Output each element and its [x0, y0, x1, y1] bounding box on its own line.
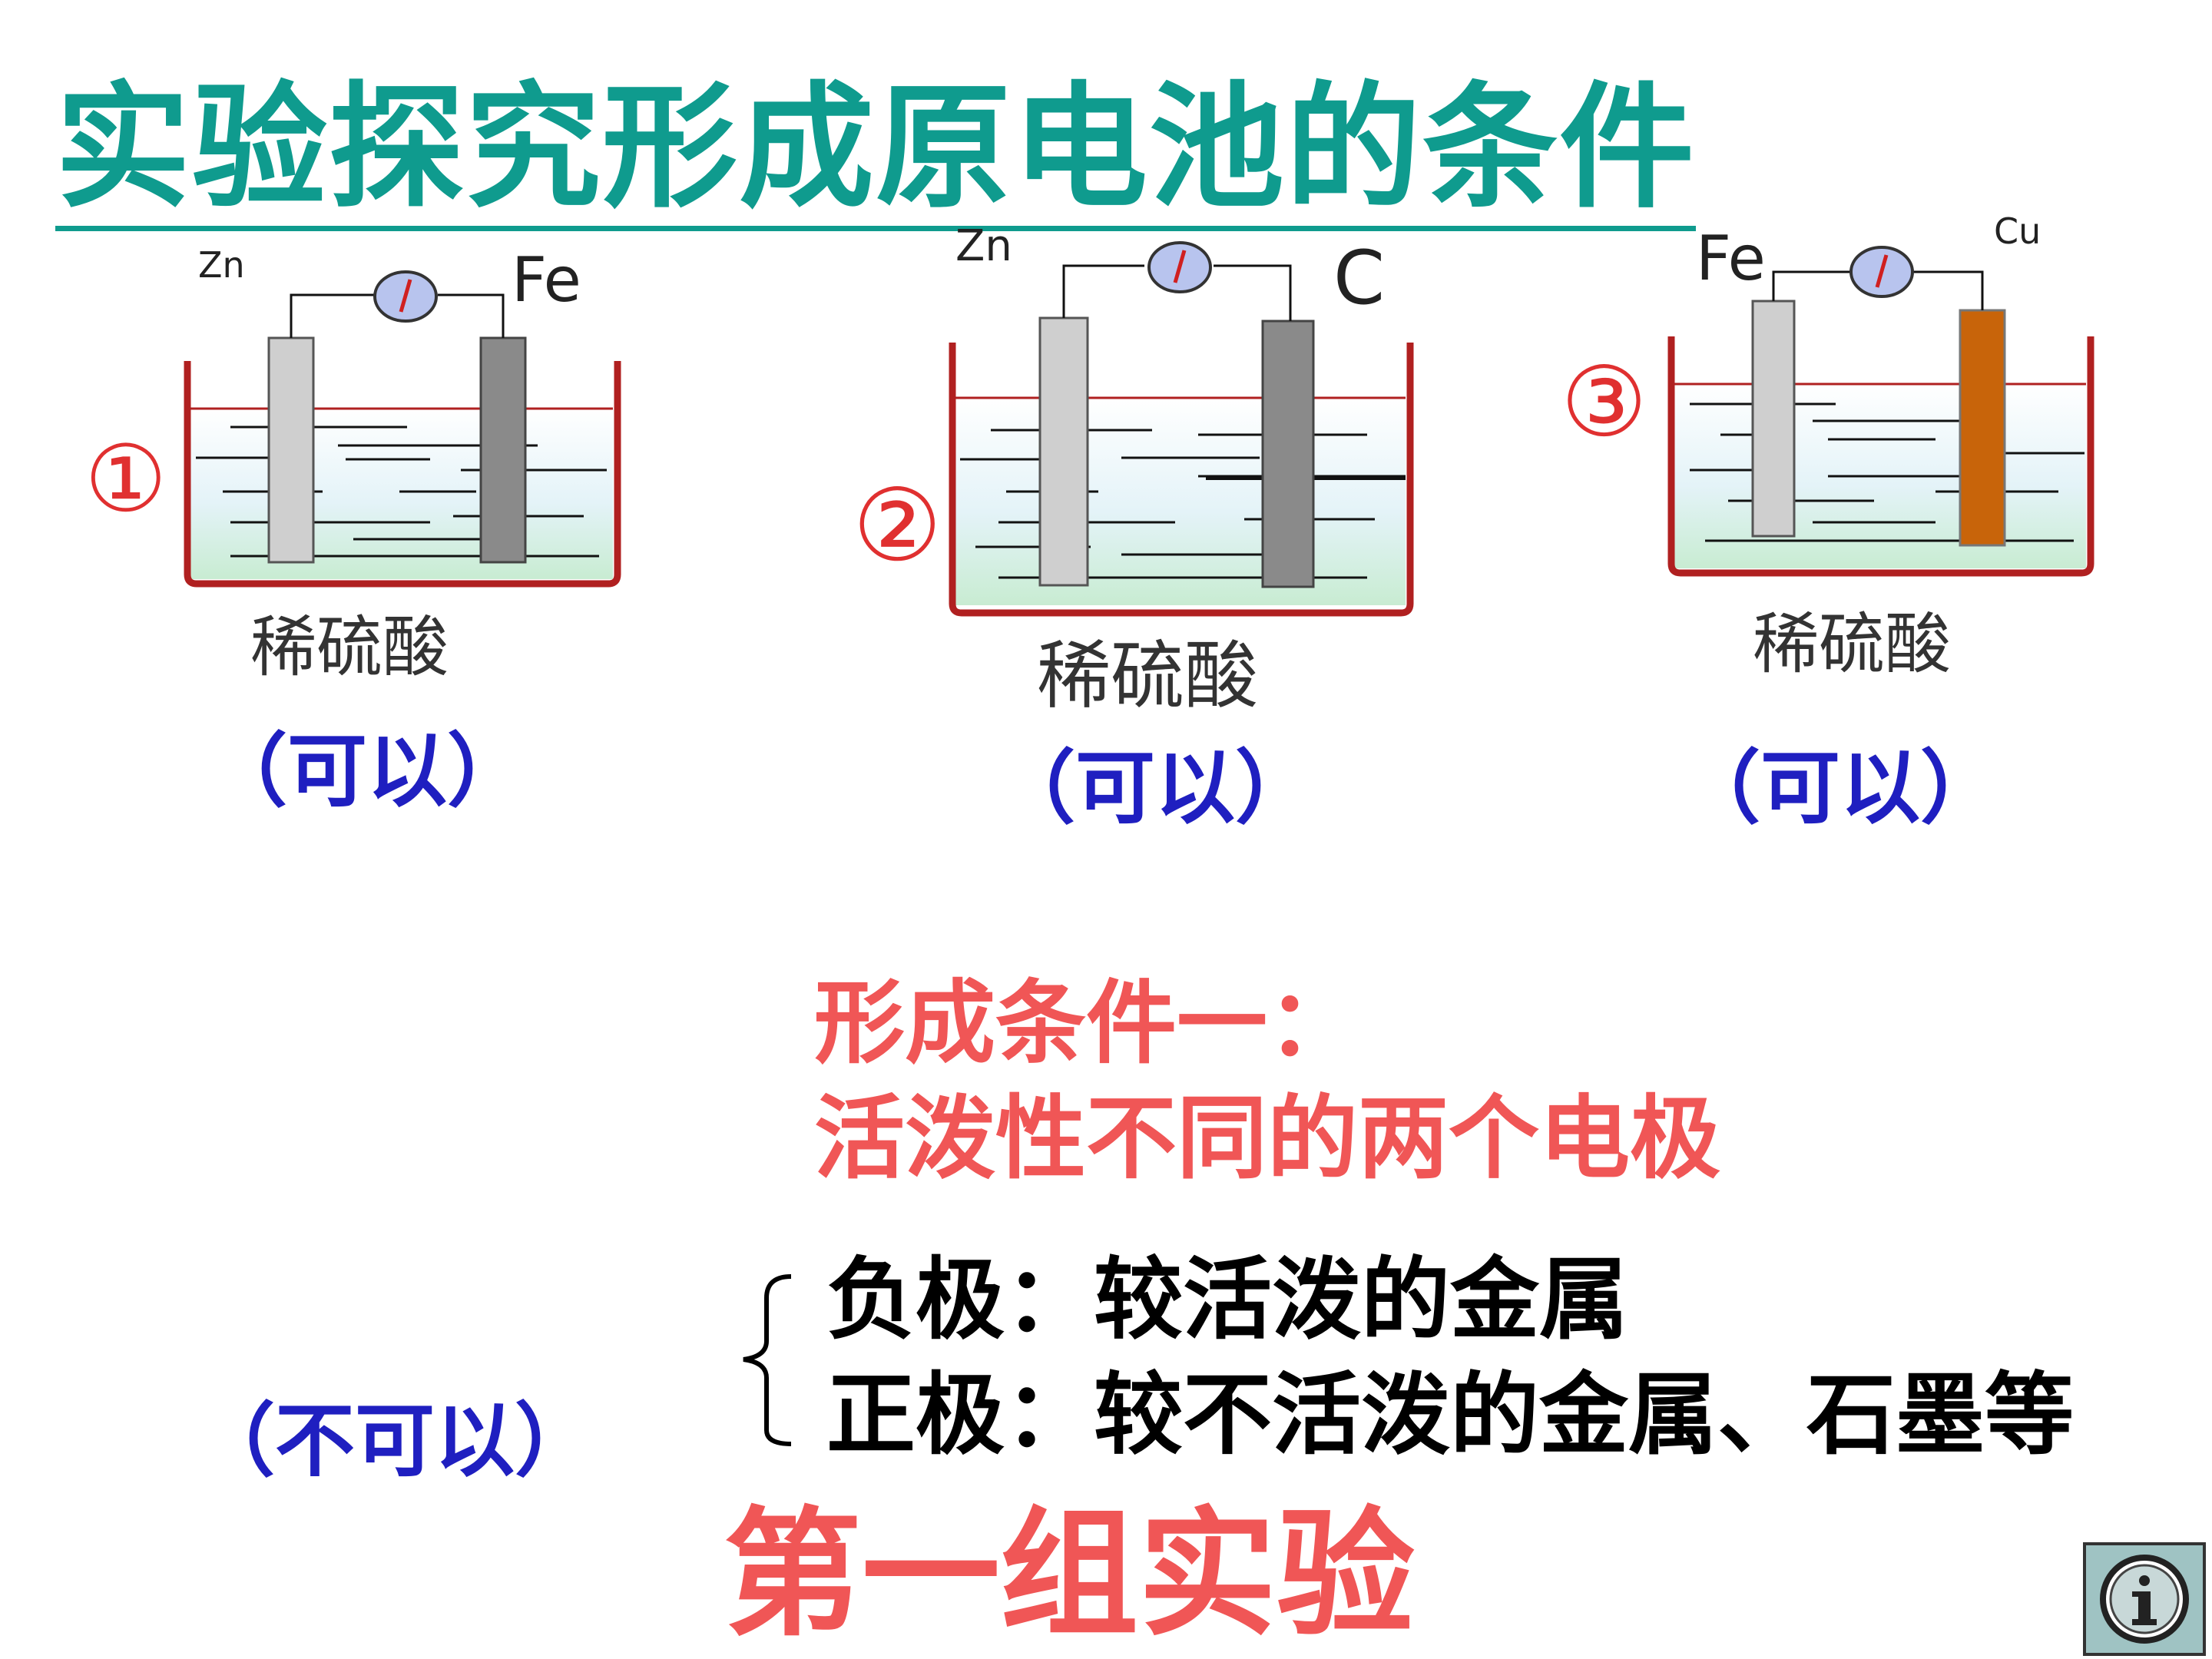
beaker-2-solution [955, 398, 1406, 605]
electrode-label-left-2: Zn [955, 221, 1012, 271]
solution-label-2: 稀硫酸 [1037, 633, 1258, 719]
info-button[interactable] [2083, 1542, 2206, 1656]
positive-electrode-definition: 正极：较不活泼的金属、石墨等 [826, 1363, 2074, 1467]
electrode-label-right-1: Fe [512, 244, 581, 316]
electrode-zn-2 [1038, 316, 1089, 587]
group-label: 第一组实验 [724, 1493, 1416, 1655]
beaker-2 [949, 343, 1414, 617]
electrode-label-right-3: Cu [1994, 210, 2041, 252]
electrode-cu-3 [1959, 309, 2006, 547]
result-not-possible: （不可以） [195, 1393, 595, 1488]
solution-label-3: 稀硫酸 [1753, 606, 1951, 683]
negative-electrode-definition: 负极：较活泼的金属 [826, 1247, 1628, 1352]
condition-text: 活泼性不同的两个电极 [814, 1084, 1721, 1191]
result-2: （可以） [995, 740, 1316, 835]
electrode-label-right-2: C [1333, 235, 1386, 321]
page-title: 实验探究形成原电池的条件 [55, 71, 1697, 231]
info-icon [2100, 1555, 2189, 1644]
electrode-c-2 [1261, 320, 1315, 588]
result-1: （可以） [207, 724, 528, 818]
result-3: （可以） [1681, 740, 2001, 835]
experiment-number-1: ① [84, 426, 167, 533]
electrode-fe-3 [1751, 300, 1796, 538]
electrode-fe-1 [479, 336, 527, 564]
solution-label-1: 稀硫酸 [250, 609, 449, 686]
electrode-label-left-3: Fe [1696, 223, 1766, 294]
condition-heading: 形成条件一： [814, 969, 1359, 1076]
left-brace [743, 1274, 792, 1446]
experiment-number-3: ③ [1561, 346, 1647, 459]
experiment-number-2: ② [853, 467, 942, 584]
beaker-3 [1667, 336, 2094, 577]
electrode-label-left-1: Zn [198, 244, 245, 286]
beaker-1-solution [190, 409, 613, 579]
beaker-1 [184, 361, 621, 588]
